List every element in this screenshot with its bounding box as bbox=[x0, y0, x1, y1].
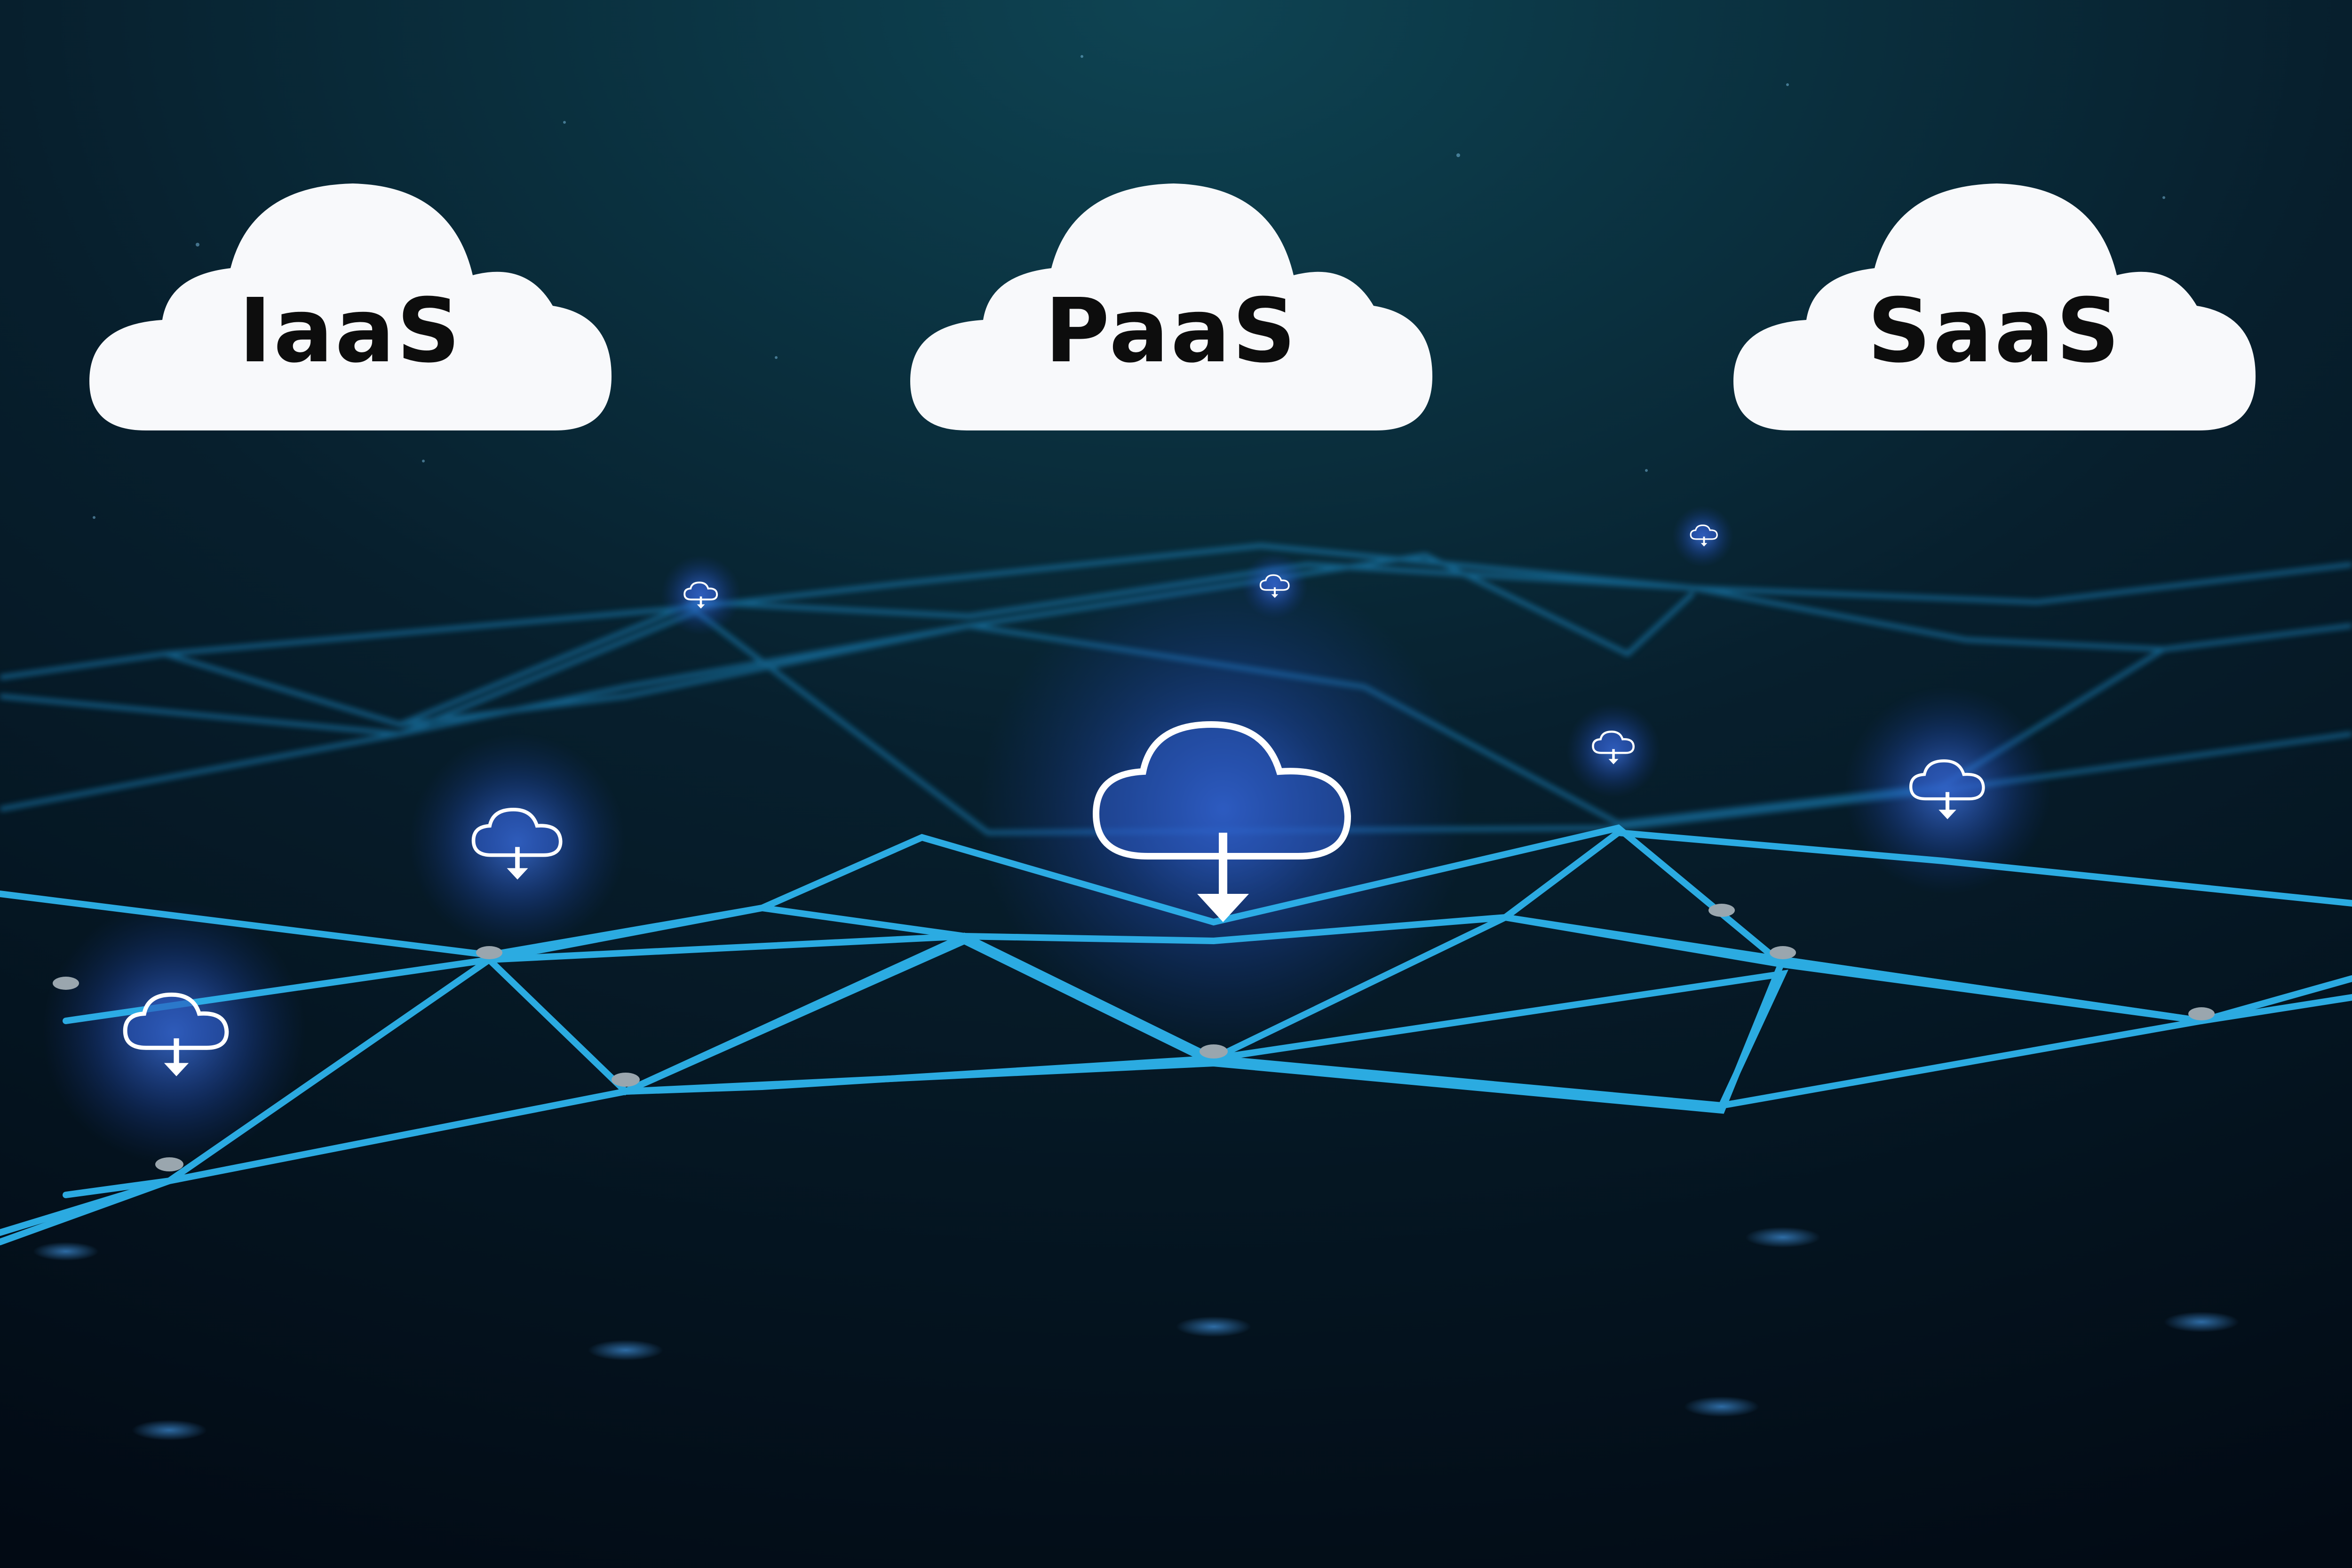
cloud-download-icon bbox=[123, 992, 229, 1076]
cloud-download-icon bbox=[1092, 721, 1351, 922]
saas-cloud: SaaS bbox=[1733, 179, 2256, 442]
iaas-cloud: IaaS bbox=[89, 179, 612, 442]
cloud-download-icon bbox=[1690, 524, 1718, 547]
cloud-download-icon bbox=[1259, 574, 1290, 598]
paas-label: PaaS bbox=[1045, 279, 1298, 382]
saas-label: SaaS bbox=[1867, 279, 2122, 382]
cloud-download-icon bbox=[1909, 759, 1985, 820]
cloud-icon bbox=[910, 183, 1432, 430]
cloud-download-icon bbox=[471, 807, 563, 880]
cloud-download-icon bbox=[683, 581, 718, 609]
cloud-download-icon bbox=[1592, 730, 1635, 764]
iaas-label: IaaS bbox=[238, 279, 462, 382]
paas-cloud: PaaS bbox=[910, 179, 1432, 442]
cloud-icon bbox=[1733, 183, 2256, 430]
cloud-icon bbox=[89, 183, 612, 430]
